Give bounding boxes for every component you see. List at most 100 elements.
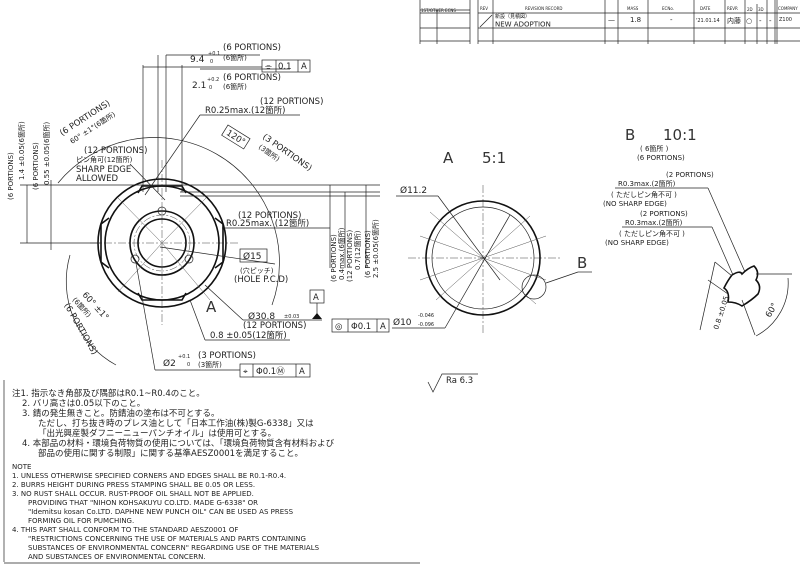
r03-2-note: (2 PORTIONS) xyxy=(640,210,688,218)
note-en-8: "RESTRICTIONS CONCERNING THE USE OF MATE… xyxy=(28,535,306,543)
fcf-top-value: 0.1 xyxy=(278,62,292,72)
datum-triangle-icon xyxy=(312,313,322,319)
note-jp-6: 4. 本部品の材料・環境負荷物質の使用については、「環境負荷物質含有材料および xyxy=(22,438,335,449)
dim-21-note: (6 PORTIONS) xyxy=(223,73,281,83)
note-en-1: 1. UNLESS OTHERWISE SPECIFIED CORNERS AN… xyxy=(12,472,286,480)
record-en: NEW ADOPTION xyxy=(495,21,551,29)
fcf-top-datum: A xyxy=(301,62,307,72)
pcd-jp: (穴ピッチ) xyxy=(240,266,274,275)
dim-21: 2.1 xyxy=(192,81,206,91)
header-rev: REV xyxy=(480,6,488,11)
surface-roughness: Ra 6.3 xyxy=(427,373,478,393)
dia-10: Ø10 xyxy=(393,317,412,328)
detail-a-title: A xyxy=(443,149,454,167)
r03-1-jp: ( ただしピン角不可 ) xyxy=(611,190,677,199)
dia-10-upper: -0.046 xyxy=(418,313,434,319)
extra-cell: - xyxy=(769,17,772,25)
header-3d: 3D xyxy=(758,7,764,12)
dim-08: 0.8 ±0.05(12箇所) xyxy=(210,330,287,341)
detail-a-callout: A xyxy=(206,298,217,316)
header-ecno: ECNo. xyxy=(662,6,674,11)
hole-tol-lower: 0 xyxy=(187,362,190,368)
r03-1-note: (2 PORTIONS) xyxy=(666,171,714,179)
r025b-note: (12 PORTIONS) xyxy=(238,211,301,221)
dia-308-tol: ±0.03 xyxy=(284,314,299,320)
date-cell: '21.01.14 xyxy=(696,18,720,24)
table-row: 新設（見積図） NEW ADOPTION — 1.8 - '21.01.14 内… xyxy=(479,13,792,29)
header-date: DATE xyxy=(700,6,711,11)
roughness-value: Ra 6.3 xyxy=(446,376,473,386)
fcf-position: ⌖ Φ0.1Ⓜ A xyxy=(239,363,311,378)
fcf-concentricity: ◎ Φ0.1 A xyxy=(331,318,390,333)
hole-dia: Ø2 xyxy=(163,358,176,369)
notes-block: 注1. 指示なき角部及び隅部はR0.1~R0.4のこと。 2. バリ高さは0.0… xyxy=(3,380,420,564)
dia-112: Ø11.2 xyxy=(400,185,427,196)
3d-cell: - xyxy=(759,17,762,25)
detail-b-callout: B xyxy=(577,254,587,272)
angle-120-box: 120° xyxy=(221,124,251,150)
mass-cell: 1.8 xyxy=(630,16,641,24)
dim-94-note: (6 PORTIONS) xyxy=(223,43,281,53)
pcd-en: (HOLE P.C.D) xyxy=(234,275,288,285)
main-view: (6 PORTIONS) 1.4 ±0.05(6箇所) (6 PORTIONS)… xyxy=(7,43,390,378)
detail-b-dim-08: 0.8 ±0.05 xyxy=(712,295,730,331)
dim-94: 9.4 xyxy=(190,55,205,65)
hole-tol-upper: +0.1 xyxy=(178,354,190,360)
angle-120: 120° xyxy=(224,128,247,147)
dim-055: 0.55 ±0.05(6箇所) xyxy=(42,122,51,185)
r025b: R0.25max. (12箇所) xyxy=(226,218,309,229)
datum-a: A xyxy=(313,293,319,303)
header-2d: 2D xyxy=(747,7,753,12)
dim-04-note: (6 PORTIONS) xyxy=(330,234,338,282)
left-header: 1ST/OTHER ECNS xyxy=(421,8,456,13)
ecno-cell: - xyxy=(670,16,673,24)
detail-a-scale: 5:1 xyxy=(482,149,506,167)
revr-cell: 内藤 xyxy=(727,16,741,25)
dim-14-note: (6 PORTIONS) xyxy=(7,152,15,200)
note-en-7: 4. THIS PART SHALL CONFORM TO THE STANDA… xyxy=(12,526,238,534)
dia-10-lower: -0.096 xyxy=(418,322,434,328)
detail-b-scale: 10:1 xyxy=(663,126,697,144)
dim-21-tol-upper: +0.2 xyxy=(207,77,219,83)
dim-055-note: (6 PORTIONS) xyxy=(32,142,40,190)
note-jp-7: 部品の使用に関する制限」に関する基準AESZ0001を満足すること。 xyxy=(38,448,303,459)
dash-cell: — xyxy=(608,16,615,24)
note-jp-3: 3. 錆の発生無きこと。防錆油の塗布は不可とする。 xyxy=(22,408,220,419)
fcf-concentric-value: Φ0.1 xyxy=(351,322,371,332)
dim-25-note: (6 PORTIONS) xyxy=(364,230,372,278)
note-en-10: AND SUBSTANCES OF ENVIRONMENTAL CONCERN. xyxy=(28,553,206,561)
detail-b-portions-jp: ( 6箇所 ) xyxy=(640,144,669,153)
dim-14: 1.4 ±0.05(6箇所) xyxy=(17,121,26,180)
record-jp: 新設（見積図） xyxy=(495,13,530,20)
note-en-5: "Idemitsu kosan Co.LTD. DAPHNE NEW PUNCH… xyxy=(28,508,294,516)
note-en-6: FORMING OIL FOR PUMCHING. xyxy=(28,517,134,525)
company-cell: Z100 xyxy=(779,17,792,23)
header-record: REVISION RECORD xyxy=(525,6,562,11)
r025-note: (12 PORTIONS) xyxy=(260,97,323,107)
dim-94-tol-lower: 0 xyxy=(210,59,213,65)
note-jp-2: 2. バリ高さは0.05以下のこと。 xyxy=(22,398,145,409)
header-company: COMPANY xyxy=(778,6,798,11)
dim-07-note: (12 PORTIONS) xyxy=(346,230,354,282)
dim-94-note-jp: (6箇所) xyxy=(223,53,247,62)
dim-21-tol-lower: 0 xyxy=(209,85,212,91)
dia-308-note: (12 PORTIONS) xyxy=(243,321,306,331)
fcf-concentric-datum: A xyxy=(380,322,386,332)
detail-b-title: B xyxy=(625,126,635,144)
sharp-jp: ピン角可(12箇所) xyxy=(76,155,133,164)
r025: R0.25max.(12箇所) xyxy=(205,105,286,116)
note-en-9: SUBSTANCES OF ENVIRONMENTAL CONCERN" REG… xyxy=(28,544,320,552)
r03-2-en: (NO SHARP EDGE) xyxy=(605,239,669,247)
detail-b-circle xyxy=(521,274,547,300)
r03-2: R0.3max.(2箇所) xyxy=(625,218,683,227)
dim-94-tol-upper: +0.1 xyxy=(208,51,220,57)
dim-21-note-jp: (6箇所) xyxy=(223,82,247,91)
detail-b-profile xyxy=(722,265,761,307)
r03-1-en: (NO SHARP EDGE) xyxy=(603,200,667,208)
dim-25: 2.5 ±0.05(6箇所) xyxy=(371,219,380,278)
sharp-note: (12 PORTIONS) xyxy=(84,146,147,156)
note-jp-4: ただし、打ち抜き時のプレス油として「日本工作油(株)製G-6338」又は xyxy=(38,418,314,429)
r03-2-jp: ( ただしピン角不可 ) xyxy=(619,229,685,238)
note-en-3: 3. NO RUST SHALL OCCUR. RUST-PROOF OIL S… xyxy=(12,490,254,498)
